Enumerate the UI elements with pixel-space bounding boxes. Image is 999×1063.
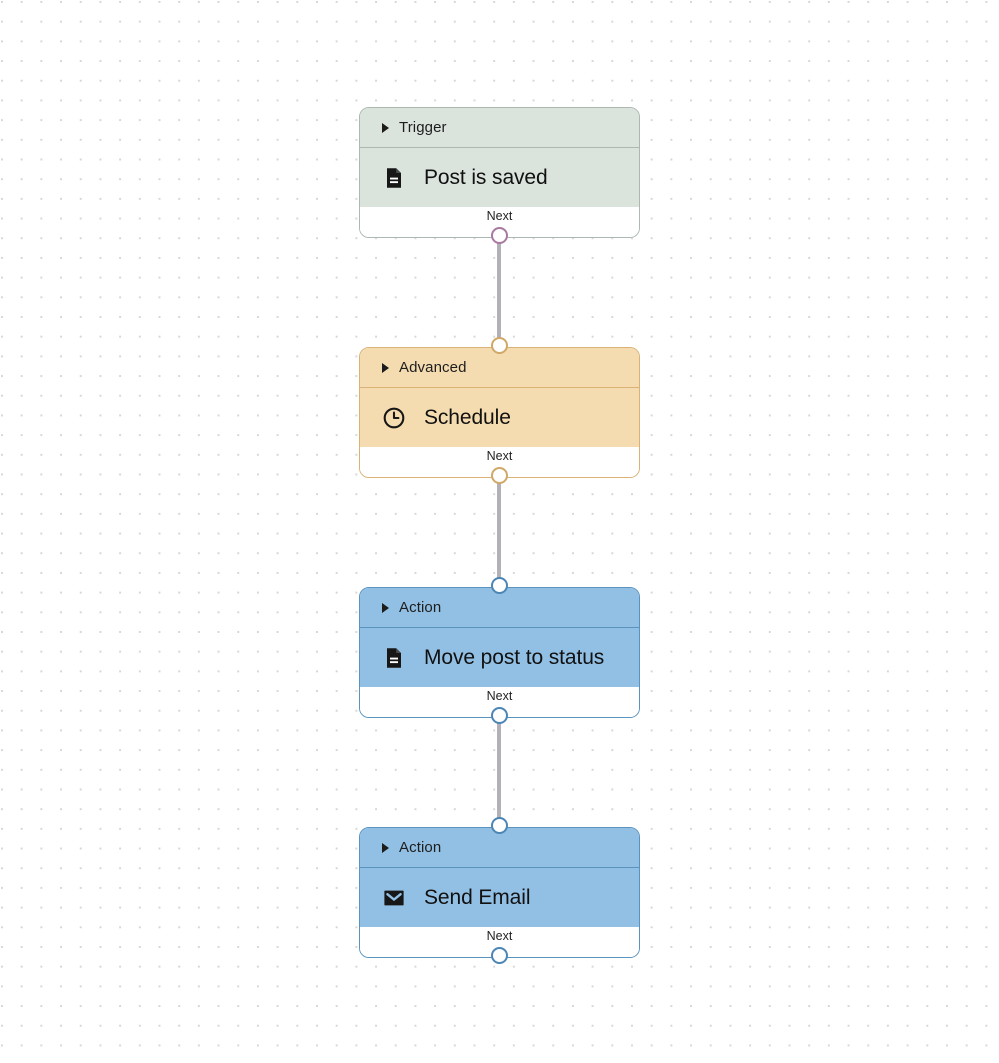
node-name-label: Post is saved: [424, 165, 548, 189]
node-header[interactable]: Action: [360, 828, 639, 868]
document-icon: [381, 645, 407, 671]
node-header[interactable]: Trigger: [360, 108, 639, 148]
collapse-triangle-icon[interactable]: [382, 602, 389, 613]
collapse-triangle-icon[interactable]: [382, 362, 389, 373]
connection-handle-target[interactable]: [491, 817, 508, 834]
connector-edge[interactable]: [497, 236, 501, 346]
next-label: Next: [486, 209, 513, 223]
node-body[interactable]: Send Email: [360, 868, 639, 927]
node-name-label: Send Email: [424, 885, 531, 909]
connection-handle-source[interactable]: [491, 707, 508, 724]
connector-edge[interactable]: [497, 476, 501, 586]
node-type-label: Trigger: [399, 119, 447, 136]
next-label: Next: [486, 929, 513, 943]
node-name-label: Schedule: [424, 405, 511, 429]
node-body[interactable]: Post is saved: [360, 148, 639, 207]
envelope-icon: [381, 885, 407, 911]
node-body[interactable]: Move post to status: [360, 628, 639, 687]
collapse-triangle-icon[interactable]: [382, 842, 389, 853]
document-icon: [381, 165, 407, 191]
connector-edge[interactable]: [497, 716, 501, 826]
node-name-label: Move post to status: [424, 645, 605, 669]
next-label: Next: [486, 449, 513, 463]
connection-handle-source[interactable]: [491, 947, 508, 964]
connection-handle-target[interactable]: [491, 337, 508, 354]
node-header[interactable]: Advanced: [360, 348, 639, 388]
connection-handle-source[interactable]: [491, 467, 508, 484]
collapse-triangle-icon[interactable]: [382, 122, 389, 133]
clock-icon: [381, 405, 407, 431]
next-label: Next: [486, 689, 513, 703]
node-type-label: Action: [399, 599, 442, 616]
connection-handle-target[interactable]: [491, 577, 508, 594]
node-type-label: Action: [399, 839, 442, 856]
connection-handle-source[interactable]: [491, 227, 508, 244]
node-body[interactable]: Schedule: [360, 388, 639, 447]
node-header[interactable]: Action: [360, 588, 639, 628]
node-type-label: Advanced: [399, 359, 467, 376]
